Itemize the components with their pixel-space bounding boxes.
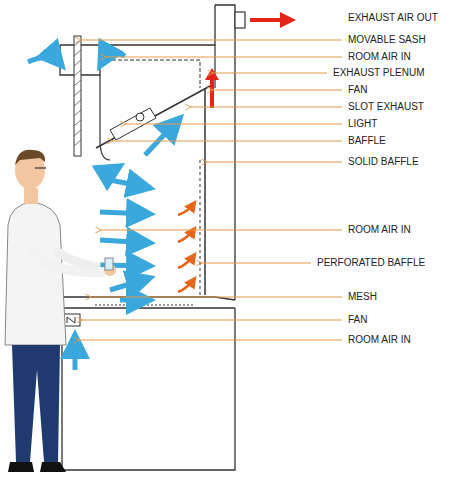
part-label: FAN	[347, 314, 368, 326]
part-label: PERFORATED BAFFLE	[316, 257, 426, 269]
part-label: MESH	[347, 291, 378, 303]
part-label: SOLID BAFFLE	[347, 156, 420, 168]
part-label: EXHAUST PLENUM	[332, 67, 426, 79]
part-label: LIGHT	[347, 118, 378, 130]
part-label: ROOM AIR IN	[347, 334, 412, 346]
part-label: EXHAUST AIR OUT	[347, 12, 439, 24]
part-label: SLOT EXHAUST	[347, 101, 425, 113]
part-label: BAFFLE	[347, 135, 387, 147]
part-label: MOVABLE SASH	[347, 34, 427, 46]
part-label: FAN	[347, 84, 368, 96]
part-label: ROOM AIR IN	[347, 51, 412, 63]
part-label: ROOM AIR IN	[347, 224, 412, 236]
